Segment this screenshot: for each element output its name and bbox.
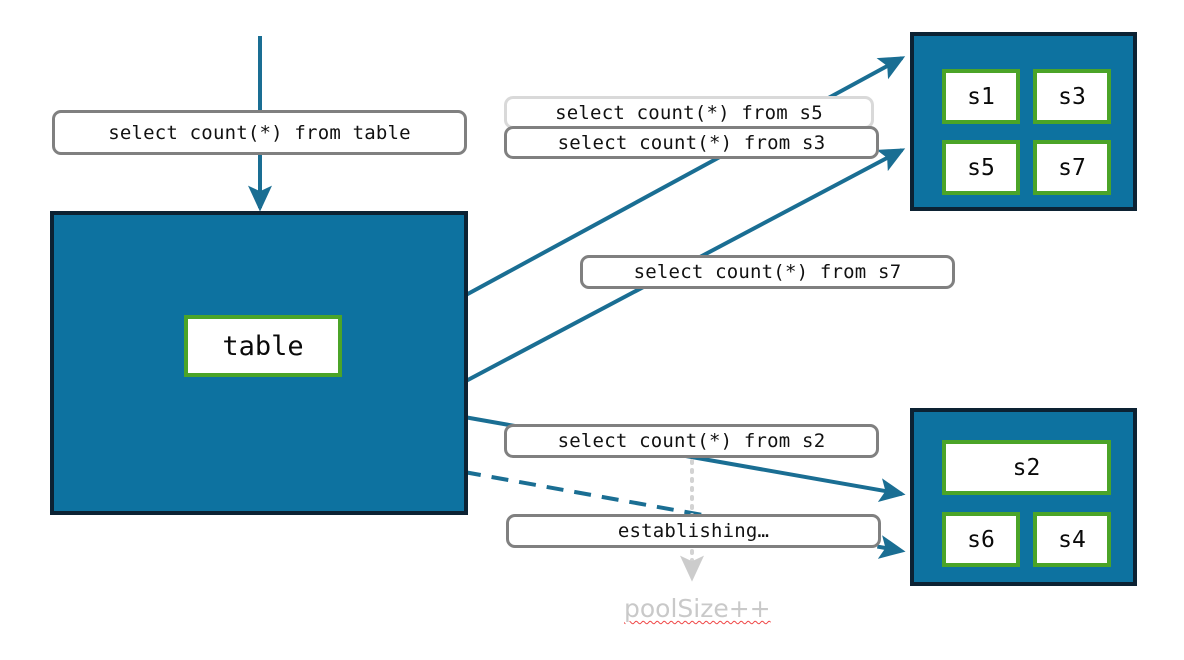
label-establishing-text: establishing… [617, 520, 770, 542]
table-node-label: table [222, 330, 304, 362]
session-node-s3-label: s3 [1058, 83, 1086, 110]
label-query-s7-text: select count(*) from s7 [633, 261, 902, 283]
session-node-s6[interactable]: s6 [942, 512, 1020, 567]
session-node-s7[interactable]: s7 [1033, 140, 1111, 195]
label-query-s3[interactable]: select count(*) from s3 [504, 126, 879, 159]
table-pool: table [50, 211, 468, 515]
bottom-session-pool: s2 s6 s4 [910, 408, 1137, 586]
label-query-s2-text: select count(*) from s2 [557, 430, 826, 452]
label-establishing[interactable]: establishing… [506, 514, 881, 548]
session-node-s3[interactable]: s3 [1033, 69, 1111, 124]
session-node-s4-label: s4 [1058, 526, 1086, 553]
label-entry-query[interactable]: select count(*) from table [52, 110, 467, 155]
session-node-s6-label: s6 [967, 526, 995, 553]
table-node[interactable]: table [184, 315, 342, 377]
session-node-s2-label: s2 [1012, 454, 1041, 481]
label-query-s2[interactable]: select count(*) from s2 [504, 424, 879, 458]
poolsize-increment-label: poolSize++ [624, 594, 771, 623]
top-session-pool: s1 s3 s5 s7 [910, 32, 1137, 211]
label-query-s5[interactable]: select count(*) from s5 [504, 96, 874, 129]
session-node-s7-label: s7 [1058, 154, 1086, 181]
poolsize-increment-text: poolSize++ [624, 594, 771, 623]
session-node-s2[interactable]: s2 [942, 440, 1111, 495]
session-node-s4[interactable]: s4 [1033, 512, 1111, 567]
label-query-s3-text: select count(*) from s3 [557, 131, 826, 154]
session-node-s5[interactable]: s5 [942, 140, 1020, 195]
label-query-s5-text: select count(*) from s5 [555, 101, 823, 124]
label-query-s7[interactable]: select count(*) from s7 [580, 255, 955, 289]
session-node-s1[interactable]: s1 [942, 69, 1020, 124]
label-entry-query-text: select count(*) from table [108, 121, 411, 144]
session-node-s5-label: s5 [967, 154, 995, 181]
session-node-s1-label: s1 [967, 83, 995, 110]
